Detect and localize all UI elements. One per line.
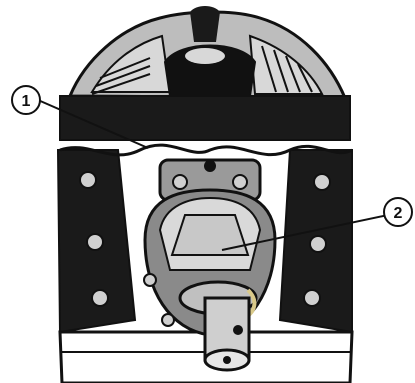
callout-2-label: 2 [394, 205, 403, 222]
callout-1-label: 1 [22, 93, 31, 110]
deck-band [60, 96, 350, 140]
engine-cover [70, 6, 345, 98]
